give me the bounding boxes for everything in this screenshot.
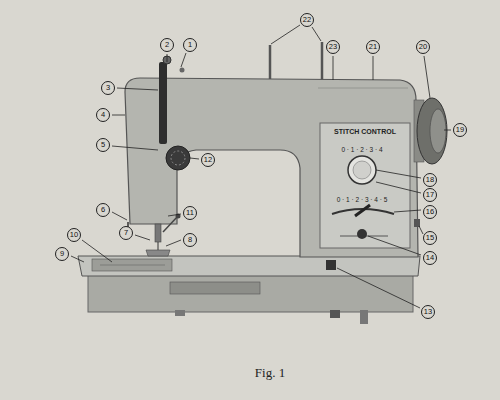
- callout-number: 3: [101, 81, 115, 95]
- callout-number: 17: [423, 188, 437, 202]
- callout-number: 9: [55, 247, 69, 261]
- callout-number: 23: [326, 40, 340, 54]
- callout-number: 18: [423, 173, 437, 187]
- callout-number: 11: [183, 206, 197, 220]
- figure-caption: Fig. 1: [255, 365, 285, 381]
- callout-number: 5: [96, 138, 110, 152]
- panel-heading: STITCH CONTROL: [334, 128, 396, 135]
- callout-number: 4: [96, 108, 110, 122]
- callout-number: 12: [201, 153, 215, 167]
- callout-number: 1: [183, 38, 197, 52]
- callout-number: 7: [119, 226, 133, 240]
- callout-number: 22: [300, 13, 314, 27]
- callout-number: 14: [423, 251, 437, 265]
- callout-number: 19: [453, 123, 467, 137]
- callout-number: 8: [183, 233, 197, 247]
- callout-number: 15: [423, 231, 437, 245]
- callout-number: 6: [96, 203, 110, 217]
- callout-number: 2: [160, 38, 174, 52]
- callout-number: 10: [67, 228, 81, 242]
- callout-number: 13: [421, 305, 435, 319]
- callout-number: 16: [423, 205, 437, 219]
- dial-scale: 0 · 1 · 2 · 3 · 4: [341, 146, 382, 153]
- lever-scale: 0 · 1 · 2 · 3 · 4 · 5: [337, 196, 388, 203]
- callout-number: 21: [366, 40, 380, 54]
- callout-number: 20: [416, 40, 430, 54]
